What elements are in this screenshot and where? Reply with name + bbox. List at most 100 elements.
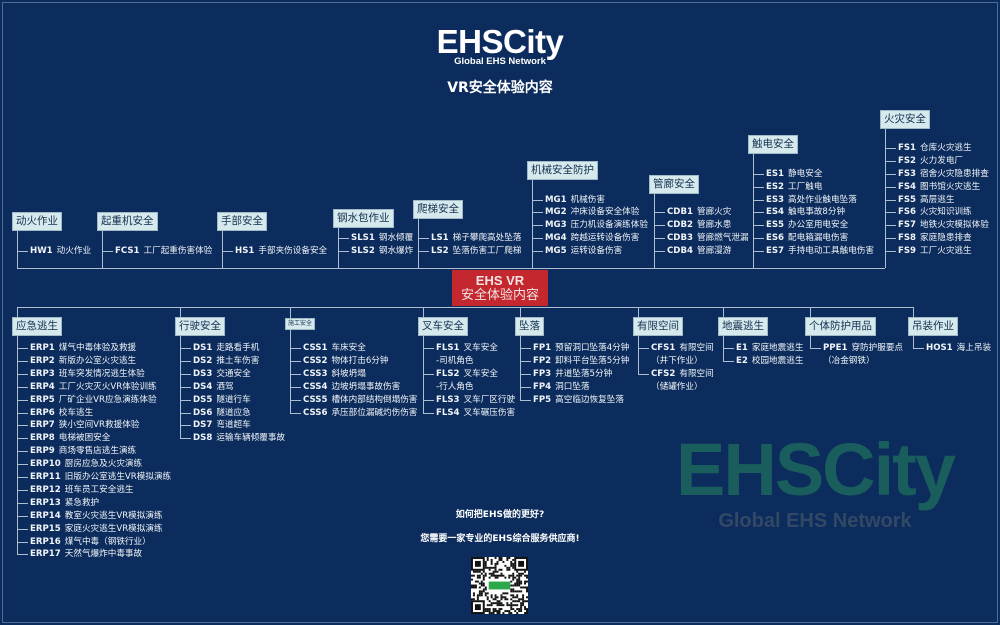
category-label[interactable]: 管廊安全 <box>649 175 699 194</box>
category-label[interactable]: 吊装作业 <box>908 317 958 336</box>
category-label[interactable]: 坠落 <box>515 317 544 336</box>
category-label[interactable]: 火灾安全 <box>880 110 930 129</box>
item-text: 走路看手机 <box>216 343 260 353</box>
category-label[interactable]: 爬梯安全 <box>413 200 463 219</box>
category-label[interactable]: 机械安全防护 <box>527 161 598 180</box>
item-code: CDB2 <box>667 220 693 231</box>
qr-code[interactable] <box>471 557 528 614</box>
category-label[interactable]: 触电安全 <box>748 135 798 154</box>
category-label[interactable]: 应急逃生 <box>12 317 62 336</box>
category-label[interactable]: 个体防护用品 <box>805 317 876 336</box>
item-code: SLS1 <box>351 233 375 244</box>
category-label[interactable]: 起重机安全 <box>97 212 158 231</box>
category-label[interactable]: 地震逃生 <box>718 317 768 336</box>
category-label[interactable]: 钢水包作业 <box>333 209 394 228</box>
category-label[interactable]: 施工安全 <box>285 318 316 330</box>
category-label[interactable]: 手部安全 <box>217 212 267 231</box>
category-label[interactable]: 动火作业 <box>12 212 62 231</box>
category-label[interactable]: 有限空间 <box>633 317 683 336</box>
category-label[interactable]: 叉车安全 <box>418 317 468 336</box>
category-label[interactable]: 行驶安全 <box>175 317 225 336</box>
